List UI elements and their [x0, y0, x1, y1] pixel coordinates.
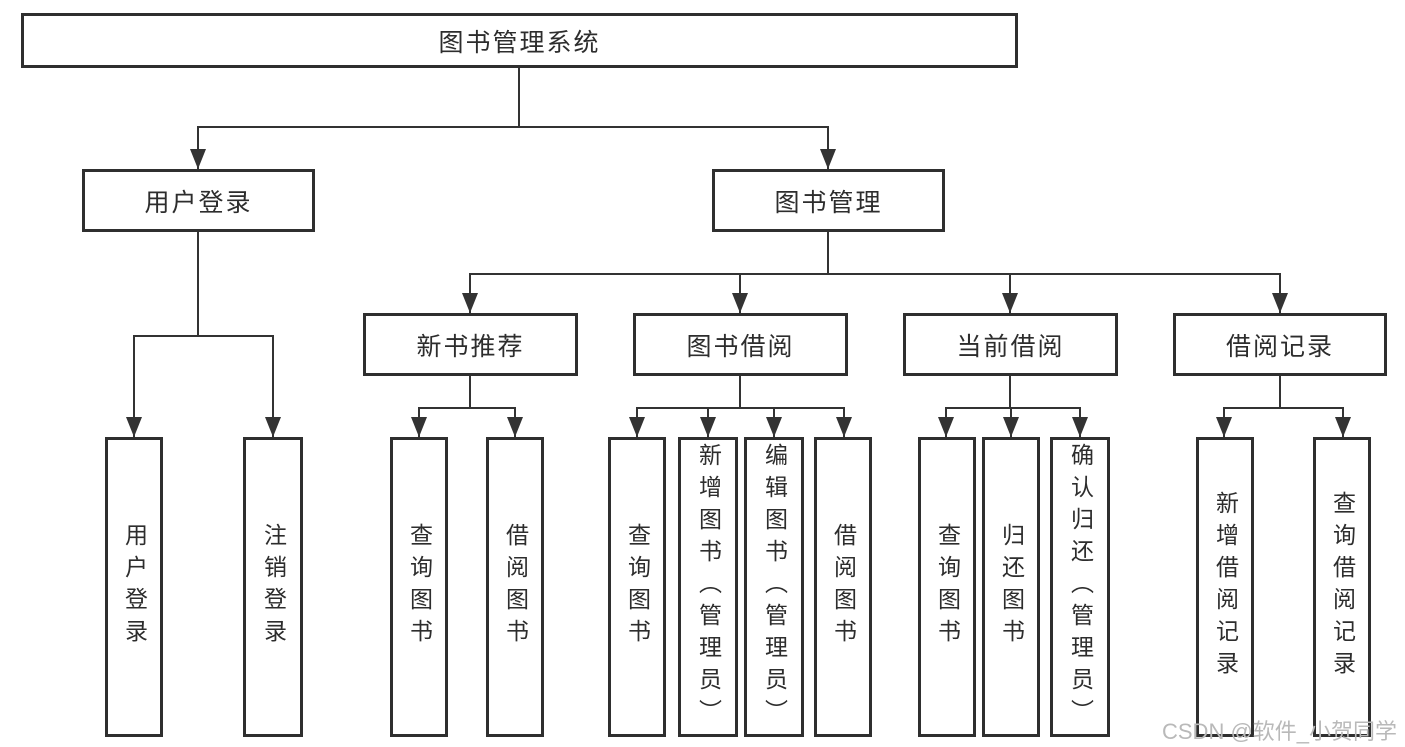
connector-borrow-records-hline — [1223, 407, 1343, 409]
leaf-confirm-return-admin: 确认归还（管理员） — [1050, 437, 1110, 737]
connector-drop-user-login — [197, 126, 199, 169]
connector-user-login-hline — [133, 335, 273, 337]
node-book-management-label: 图书管理 — [774, 188, 883, 217]
arrow-down-icon — [265, 417, 281, 437]
arrow-down-icon — [820, 149, 836, 169]
node-book-borrow: 图书借阅 — [633, 313, 848, 376]
connector-user-login-stub — [197, 232, 199, 335]
connector-drop-book-management — [827, 126, 829, 169]
node-user-login-label: 用户登录 — [144, 188, 253, 217]
arrow-down-icon — [836, 417, 852, 437]
arrow-down-icon — [411, 417, 427, 437]
connector-current-borrow-stub — [1009, 376, 1011, 407]
leaf-borrow-books-recommend: 借阅图书 — [486, 437, 544, 737]
leaf-borrow-books-borrow: 借阅图书 — [814, 437, 872, 737]
arrow-down-icon — [1072, 417, 1088, 437]
connector-book-borrow-stub — [739, 376, 741, 407]
connector-borrow-records-stub — [1279, 376, 1281, 407]
arrow-down-icon — [507, 417, 523, 437]
connector-current-borrow-hline — [945, 407, 1081, 409]
connector-drop-leaf-logout — [272, 335, 274, 437]
leaf-query-books-borrow: 查询图书 — [608, 437, 666, 737]
leaf-query-books-recommend: 查询图书 — [390, 437, 448, 737]
connector-book-mgmt-hline — [469, 273, 1280, 275]
node-current-borrow: 当前借阅 — [903, 313, 1118, 376]
arrow-down-icon — [938, 417, 954, 437]
leaf-query-borrow-record: 查询借阅记录 — [1313, 437, 1371, 737]
node-root-label: 图书管理系统 — [438, 28, 601, 57]
arrow-down-icon — [629, 417, 645, 437]
connector-new-book-hline — [418, 407, 515, 409]
node-user-login: 用户登录 — [82, 169, 315, 232]
arrow-down-icon — [700, 417, 716, 437]
connector-root-hline — [197, 126, 829, 128]
node-borrow-records: 借阅记录 — [1173, 313, 1387, 376]
node-current-borrow-label: 当前借阅 — [956, 332, 1065, 361]
arrow-down-icon — [1272, 293, 1288, 313]
connector-book-mgmt-stub — [827, 232, 829, 273]
node-new-book-recommend: 新书推荐 — [363, 313, 578, 376]
leaf-add-book-admin: 新增图书（管理员） — [678, 437, 738, 737]
arrow-down-icon — [766, 417, 782, 437]
arrow-down-icon — [190, 149, 206, 169]
arrow-down-icon — [1335, 417, 1351, 437]
arrow-down-icon — [732, 293, 748, 313]
leaf-query-books-current: 查询图书 — [918, 437, 976, 737]
connector-root-stub — [518, 68, 520, 126]
node-book-borrow-label: 图书借阅 — [686, 332, 795, 361]
leaf-edit-book-admin: 编辑图书（管理员） — [744, 437, 804, 737]
leaf-return-book: 归还图书 — [982, 437, 1040, 737]
arrow-down-icon — [126, 417, 142, 437]
leaf-user-login: 用户登录 — [105, 437, 163, 737]
arrow-down-icon — [1216, 417, 1232, 437]
leaf-add-borrow-record: 新增借阅记录 — [1196, 437, 1254, 737]
node-new-book-recommend-label: 新书推荐 — [416, 332, 525, 361]
arrow-down-icon — [462, 293, 478, 313]
node-borrow-records-label: 借阅记录 — [1225, 332, 1334, 361]
leaf-logout: 注销登录 — [243, 437, 303, 737]
connector-book-borrow-hline — [636, 407, 845, 409]
connector-new-book-stub — [469, 376, 471, 407]
csdn-watermark: CSDN @软件_小贺同学 — [1162, 719, 1398, 744]
arrow-down-icon — [1003, 417, 1019, 437]
arrow-down-icon — [1002, 293, 1018, 313]
node-book-management: 图书管理 — [712, 169, 945, 232]
connector-drop-leaf-login — [133, 335, 135, 437]
node-root: 图书管理系统 — [21, 13, 1018, 68]
